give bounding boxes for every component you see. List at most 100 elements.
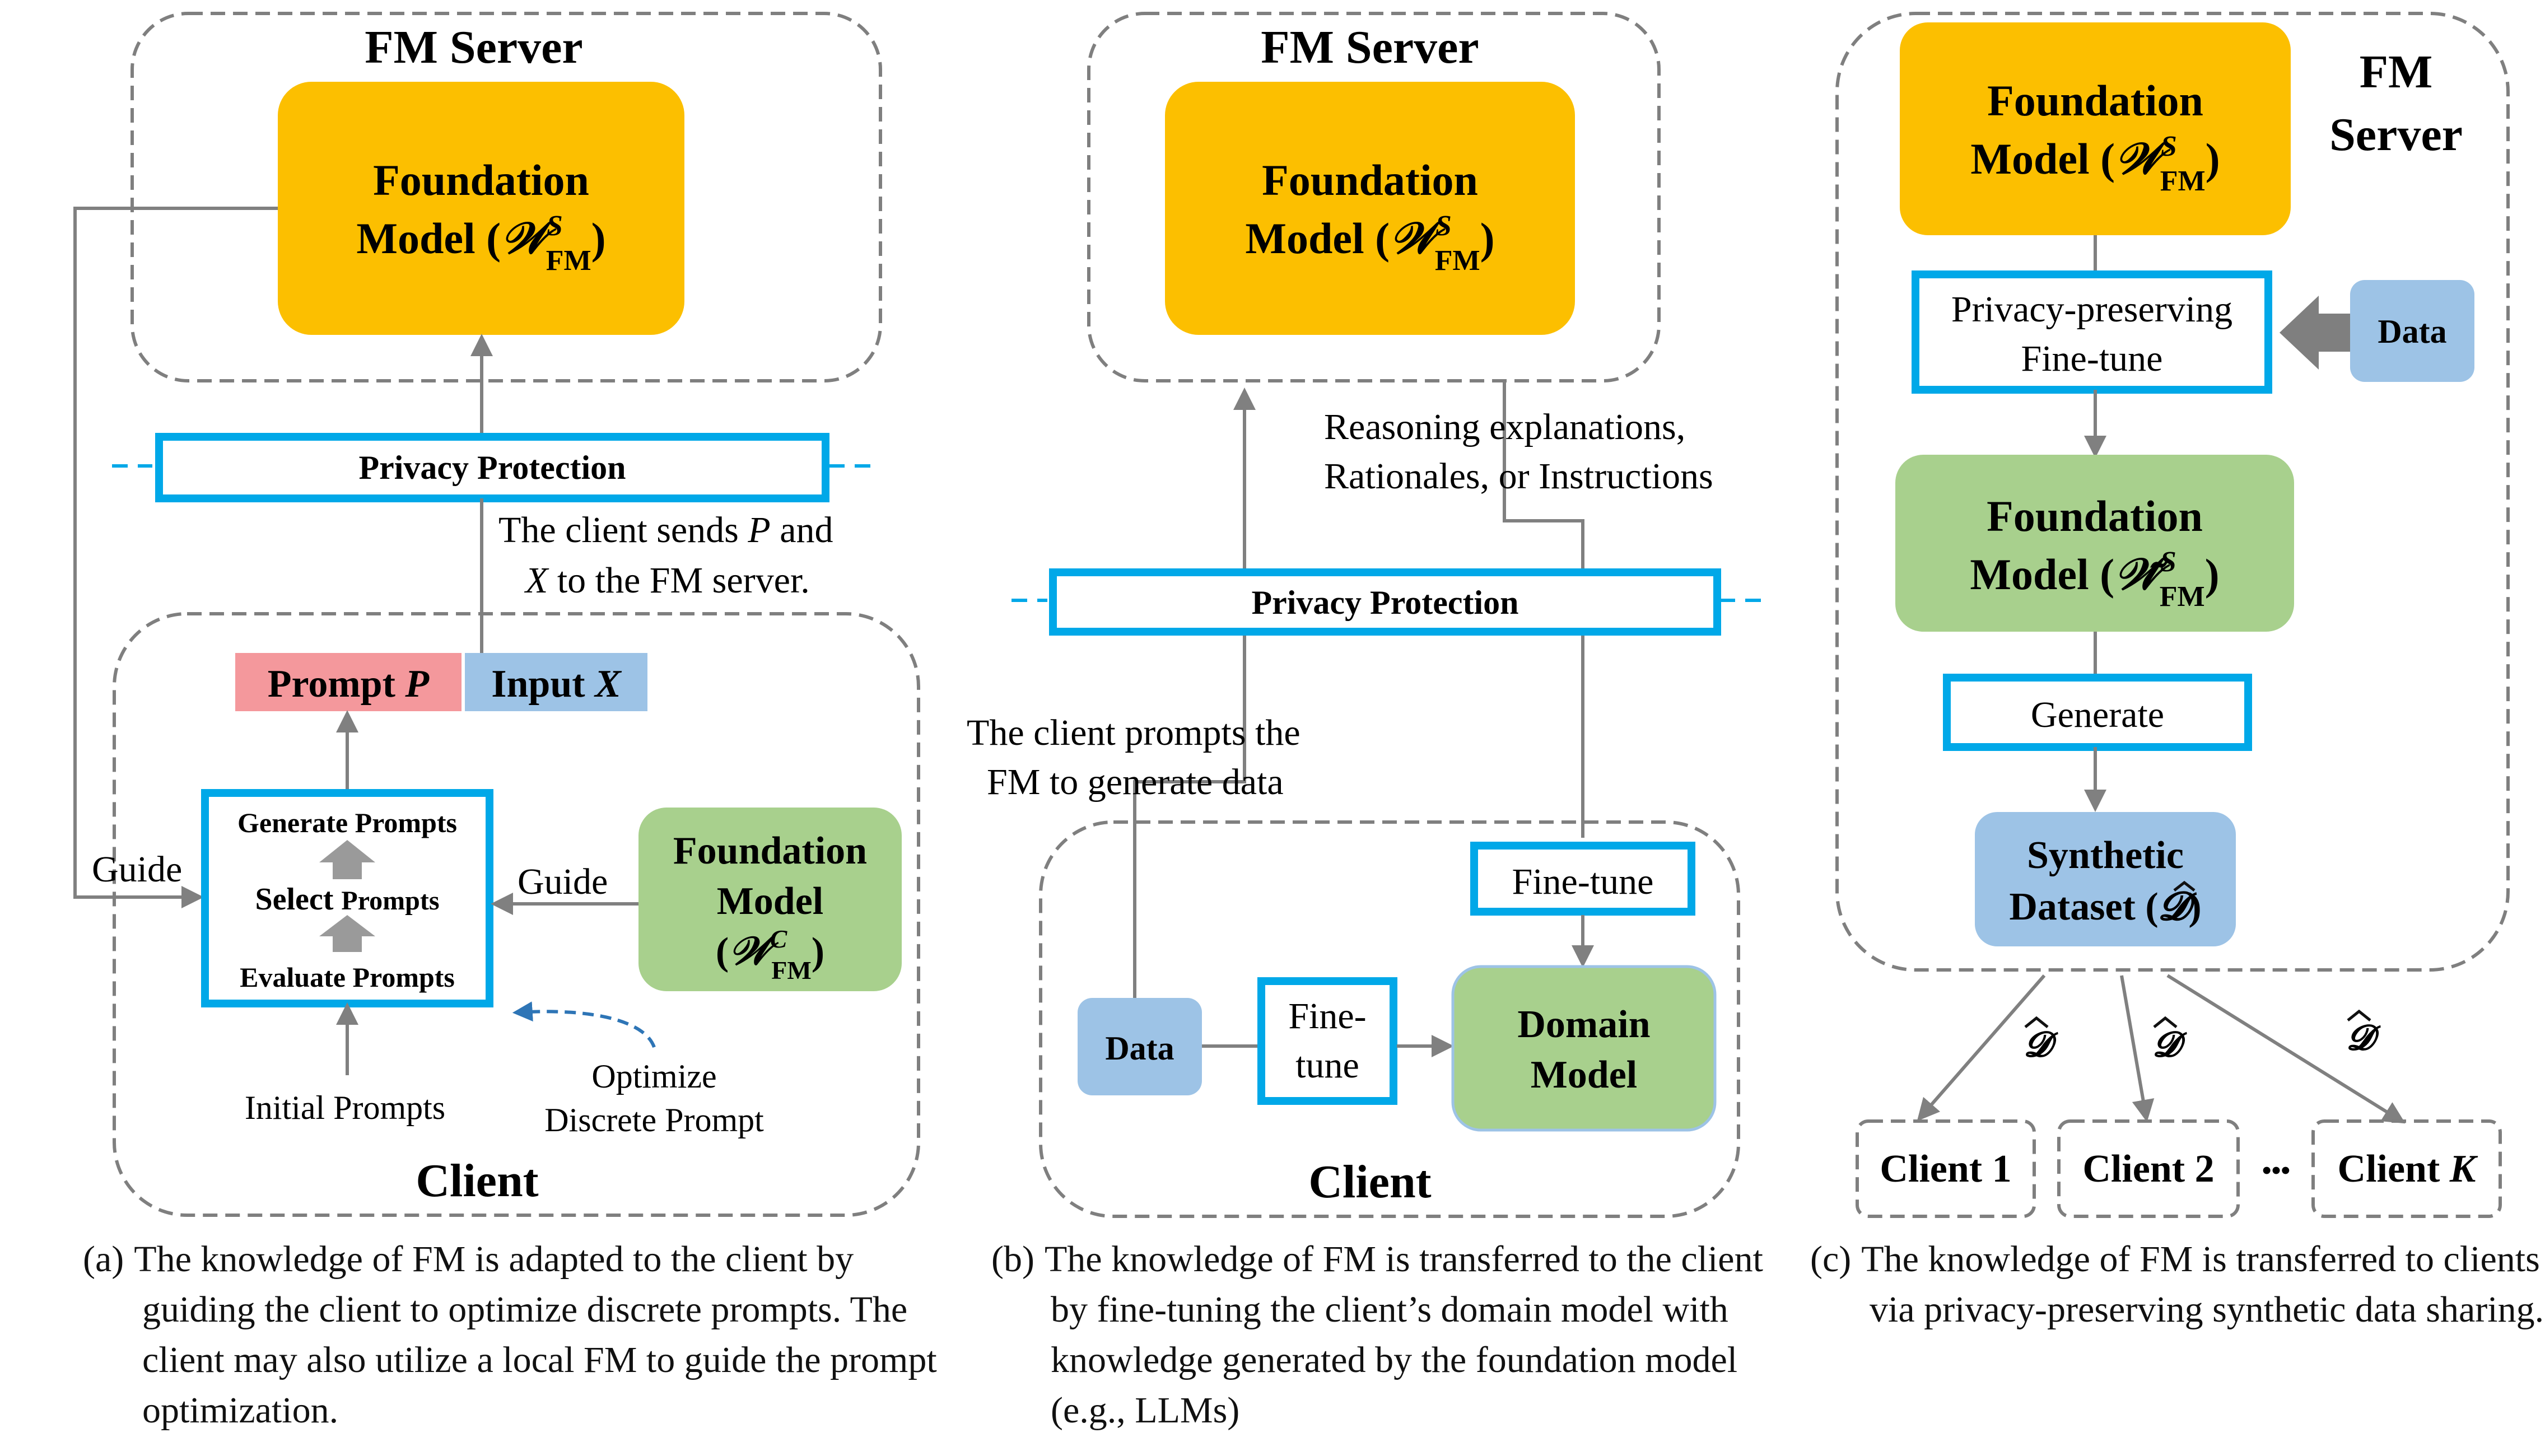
a-local-fm-line1: Foundation [673, 829, 867, 872]
b-arrow-to-server [1133, 388, 1256, 1004]
c-server-line2: Server [2329, 109, 2463, 161]
caption-b: (b)The knowledge of FM is transferred to… [991, 1234, 1764, 1436]
a-select-prompts: Select Prompts [255, 882, 439, 917]
c-hat-2 [2153, 1016, 2178, 1028]
caption-a-text: The knowledge of FM is adapted to the cl… [134, 1239, 937, 1431]
a-fm-line1: Foundation [373, 156, 589, 204]
c-foundation-model-box [1900, 22, 2291, 235]
c-dhat-1: 𝓓 [2024, 1026, 2058, 1064]
c-generate-box [1943, 674, 2252, 751]
c-ellipsis: ••• [2262, 1156, 2290, 1186]
b-domain-line1: Domain [1517, 1003, 1650, 1046]
a-privacy-box [155, 433, 829, 502]
c-client2-box [2057, 1119, 2240, 1218]
c-ppft-line1: Privacy-preserving [1951, 289, 2232, 330]
b-data-box [1078, 998, 1202, 1095]
b-prompts-line2: FM to generate data [987, 762, 1284, 802]
caption-b-label: (b) [991, 1239, 1034, 1280]
a-server-container [130, 12, 882, 382]
a-client-title: Client [416, 1155, 538, 1207]
a-foundation-model-box [278, 82, 684, 335]
caption-c-text: The knowledge of FM is transferred to cl… [1861, 1239, 2544, 1330]
b-client-title: Client [1308, 1156, 1431, 1208]
a-prompt-label: Prompt P [268, 662, 430, 706]
caption-a: (a)The knowledge of FM is adapted to the… [83, 1234, 957, 1436]
c-ppft-line2: Fine-tune [2021, 338, 2163, 379]
b-finetune-top-label: Fine-tune [1512, 861, 1654, 902]
a-optimize-line2: Discrete Prompt [544, 1102, 764, 1138]
c-dhat-2: 𝓓 [2153, 1026, 2187, 1064]
a-input-box [465, 653, 647, 711]
b-prompts-line1: The client prompts the [967, 712, 1301, 753]
c-data-arrow [2280, 296, 2350, 370]
b-foundation-model-box [1165, 82, 1575, 335]
b-finetune-top-box [1470, 842, 1695, 916]
a-optimize-line1: Optimize [591, 1058, 716, 1095]
a-up-arrow-1 [319, 840, 375, 879]
c-arrow-client1 [1917, 974, 2046, 1122]
a-evaluate-prompts: Evaluate Prompts [240, 962, 455, 993]
b-fm-line1: Foundation [1262, 156, 1478, 204]
c-client2-label: Client 2 [2082, 1147, 2214, 1191]
c-dhat-3: 𝓓 [2347, 1019, 2381, 1057]
c-arrow-client2 [2120, 975, 2155, 1122]
a-prompt-optimization-box [201, 789, 493, 1007]
b-domain-line2: Model [1531, 1053, 1638, 1096]
a-input-label: Input X [491, 662, 622, 706]
a-server-title: FM Server [365, 21, 582, 73]
b-reasoning-line [1503, 381, 1584, 838]
b-privacy-label: Privacy Protection [1251, 584, 1518, 621]
a-sends-line1: The client sends P and [498, 510, 833, 550]
b-reasoning-line1: Reasoning explanations, [1324, 407, 1685, 447]
c-hat-3 [2347, 1009, 2371, 1021]
c-client1-box [1856, 1119, 2036, 1218]
c-synth-line1: Synthetic [2027, 834, 2184, 877]
c-synth-box [1975, 812, 2236, 946]
caption-c-label: (c) [1810, 1239, 1852, 1280]
a-prompt-box [235, 653, 462, 711]
a-local-fm-box [638, 808, 902, 991]
a-generate-prompts: Generate Prompts [237, 807, 457, 838]
a-local-fm-line2: Model [717, 880, 824, 923]
a-client-container [113, 612, 920, 1217]
b-server-title: FM Server [1261, 21, 1479, 73]
c-hat-1 [2024, 1016, 2049, 1028]
c-client1-label: Client 1 [1880, 1147, 2011, 1191]
c-generate-label: Generate [2031, 694, 2164, 735]
b-privacy-box [1049, 568, 1721, 636]
b-client-container [1039, 820, 1740, 1218]
b-server-container [1087, 12, 1661, 382]
caption-b-text: The knowledge of FM is transferred to th… [1044, 1239, 1763, 1431]
caption-a-label: (a) [83, 1239, 124, 1280]
c-fm2-box [1895, 455, 2294, 632]
c-clientK-label: Client K [2338, 1147, 2478, 1191]
c-fm2-line1: Foundation [1987, 492, 2203, 540]
a-guide-line [73, 207, 278, 908]
c-server-line1: FM [2360, 46, 2433, 98]
c-hat-synth [2173, 880, 2196, 892]
a-initial-prompts: Initial Prompts [245, 1089, 445, 1126]
c-data-label: Data [2378, 313, 2446, 350]
b-finetune-mid-line2: tune [1295, 1045, 1359, 1086]
c-data-box [2350, 280, 2474, 382]
a-guide-left: Guide [92, 849, 182, 890]
a-guide-right: Guide [518, 861, 608, 902]
c-server-container [1835, 12, 2510, 972]
a-privacy-label: Privacy Protection [358, 449, 626, 486]
c-arrow-clientK [2166, 974, 2406, 1124]
b-data-label: Data [1105, 1030, 1174, 1067]
b-domain-model-box [1451, 965, 1717, 1132]
c-ppft-box [1912, 270, 2272, 394]
c-fm-line1: Foundation [1987, 76, 2203, 125]
a-up-arrow-2 [319, 915, 375, 952]
c-synth-line2: Dataset (𝓓) [2009, 885, 2201, 928]
a-optimize-arrow [512, 1001, 656, 1048]
a-sends-line2: X to the FM server. [524, 560, 810, 601]
